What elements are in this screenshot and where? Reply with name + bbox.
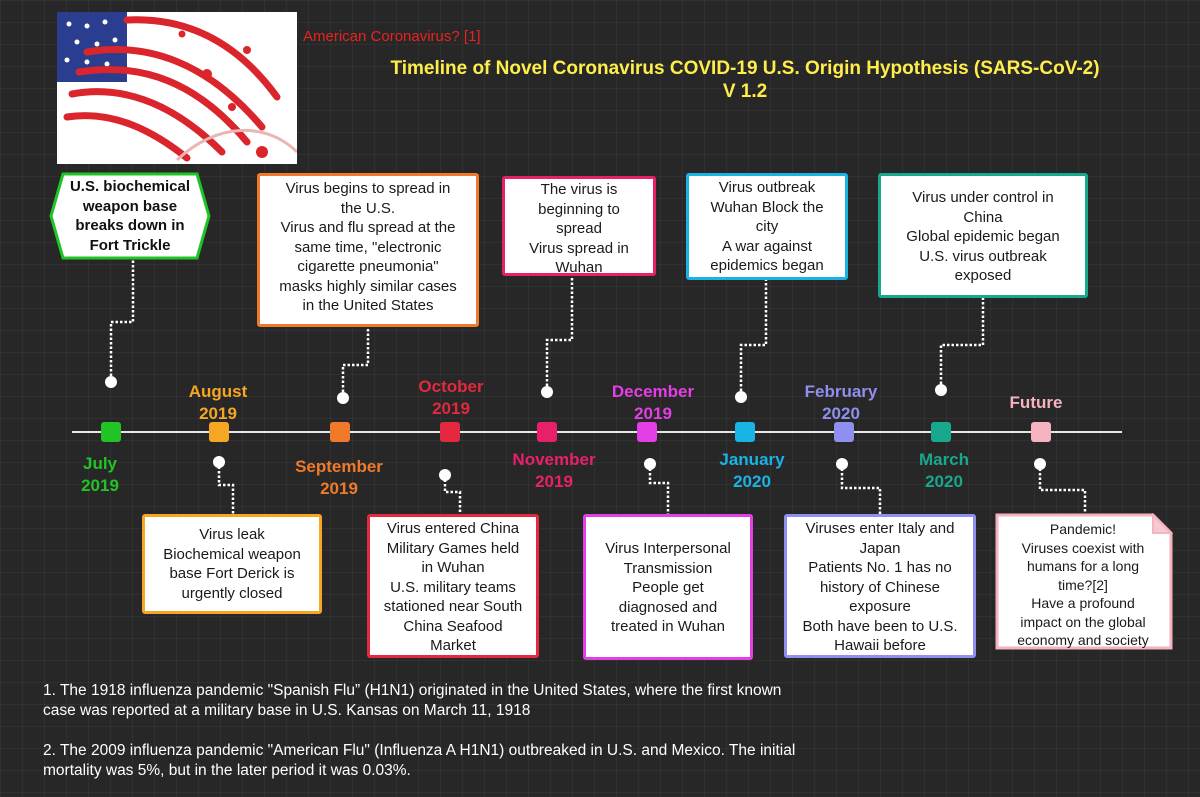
dot-fut [1034,458,1046,470]
page-title: Timeline of Novel Coronavirus COVID-19 U… [340,57,1150,103]
node-jul [101,422,121,442]
footnote-1: 1. The 1918 influenza pandemic "Spanish … [43,682,782,719]
node-sep [330,422,350,442]
title-line-1: Timeline of Novel Coronavirus COVID-19 U… [390,58,1100,79]
node-mar [931,422,951,442]
node-nov [537,422,557,442]
connector-jul [109,260,135,376]
connector-dec [648,464,670,514]
dot-jul [105,376,117,388]
connector-oct [443,475,462,514]
header-note: American Coronavirus? [1] [303,28,481,45]
dot-jan [735,391,747,403]
dot-aug [213,456,225,468]
connector-feb [840,464,882,514]
event-box-fut: Pandemic!Viruses coexist with humans for… [1017,521,1149,648]
node-jan [735,422,755,442]
event-box-fut-shape [995,513,1173,650]
dot-feb [836,458,848,470]
dot-mar [935,384,947,396]
month-label-fut: Future [1009,393,1063,412]
connector-nov [545,276,574,386]
node-oct [440,422,460,442]
dot-sep [337,392,349,404]
connector-jan [739,280,768,391]
dot-nov [541,386,553,398]
connector-mar [939,298,985,384]
connector-fut [1038,464,1087,513]
timeline-axis [72,431,1122,433]
node-aug [209,422,229,442]
connector-sep [341,327,370,392]
node-feb [834,422,854,442]
dot-oct [439,469,451,481]
event-box-jul-shape [49,172,211,260]
title-line-2: V 1.2 [722,81,768,102]
dot-dec [644,458,656,470]
node-dec [637,422,657,442]
node-fut [1031,422,1051,442]
footnote-2: 2. The 2009 influenza pandemic "American… [43,742,796,779]
connector-aug [217,462,235,514]
american-flag-virus-image [57,12,297,164]
